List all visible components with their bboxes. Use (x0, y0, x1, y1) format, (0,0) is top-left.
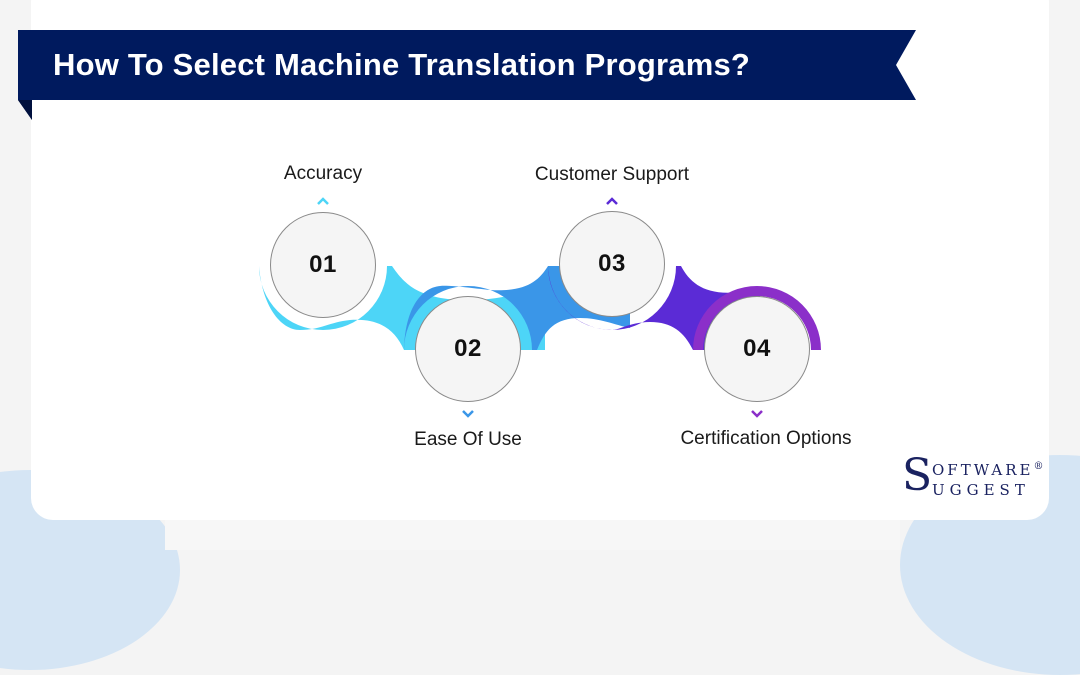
logo-line1: OFTWARE® (932, 461, 1044, 479)
step-circle-04: 04 (704, 296, 810, 402)
step-circle-01: 01 (270, 212, 376, 318)
step-number: 03 (598, 250, 626, 277)
logo-line2: UGGEST (932, 481, 1030, 499)
step-circle-02: 02 (415, 296, 521, 402)
step-number: 04 (743, 335, 771, 362)
logo-initial: S (902, 450, 933, 501)
step-number: 01 (309, 251, 337, 278)
chevron-up-icon (606, 197, 618, 205)
chevron-down-icon (462, 410, 474, 418)
step-label-certification-options: Certification Options (680, 428, 852, 449)
step-label-accuracy: Accuracy (283, 163, 363, 184)
chevron-down-icon (751, 410, 763, 418)
title-banner: How To Select Machine Translation Progra… (18, 30, 916, 120)
step-number: 02 (454, 335, 482, 362)
softwaresuggest-logo: S OFTWARE® UGGEST (902, 451, 1044, 503)
page-title: How To Select Machine Translation Progra… (53, 47, 751, 82)
step-label-ease-of-use: Ease Of Use (414, 429, 522, 450)
step-label-customer-support: Customer Support (534, 164, 690, 185)
wave-segment-4 (693, 286, 821, 350)
background-strip (165, 520, 900, 550)
chevron-up-icon (317, 197, 329, 205)
step-circle-03: 03 (559, 211, 665, 317)
banner-shape (18, 30, 916, 120)
